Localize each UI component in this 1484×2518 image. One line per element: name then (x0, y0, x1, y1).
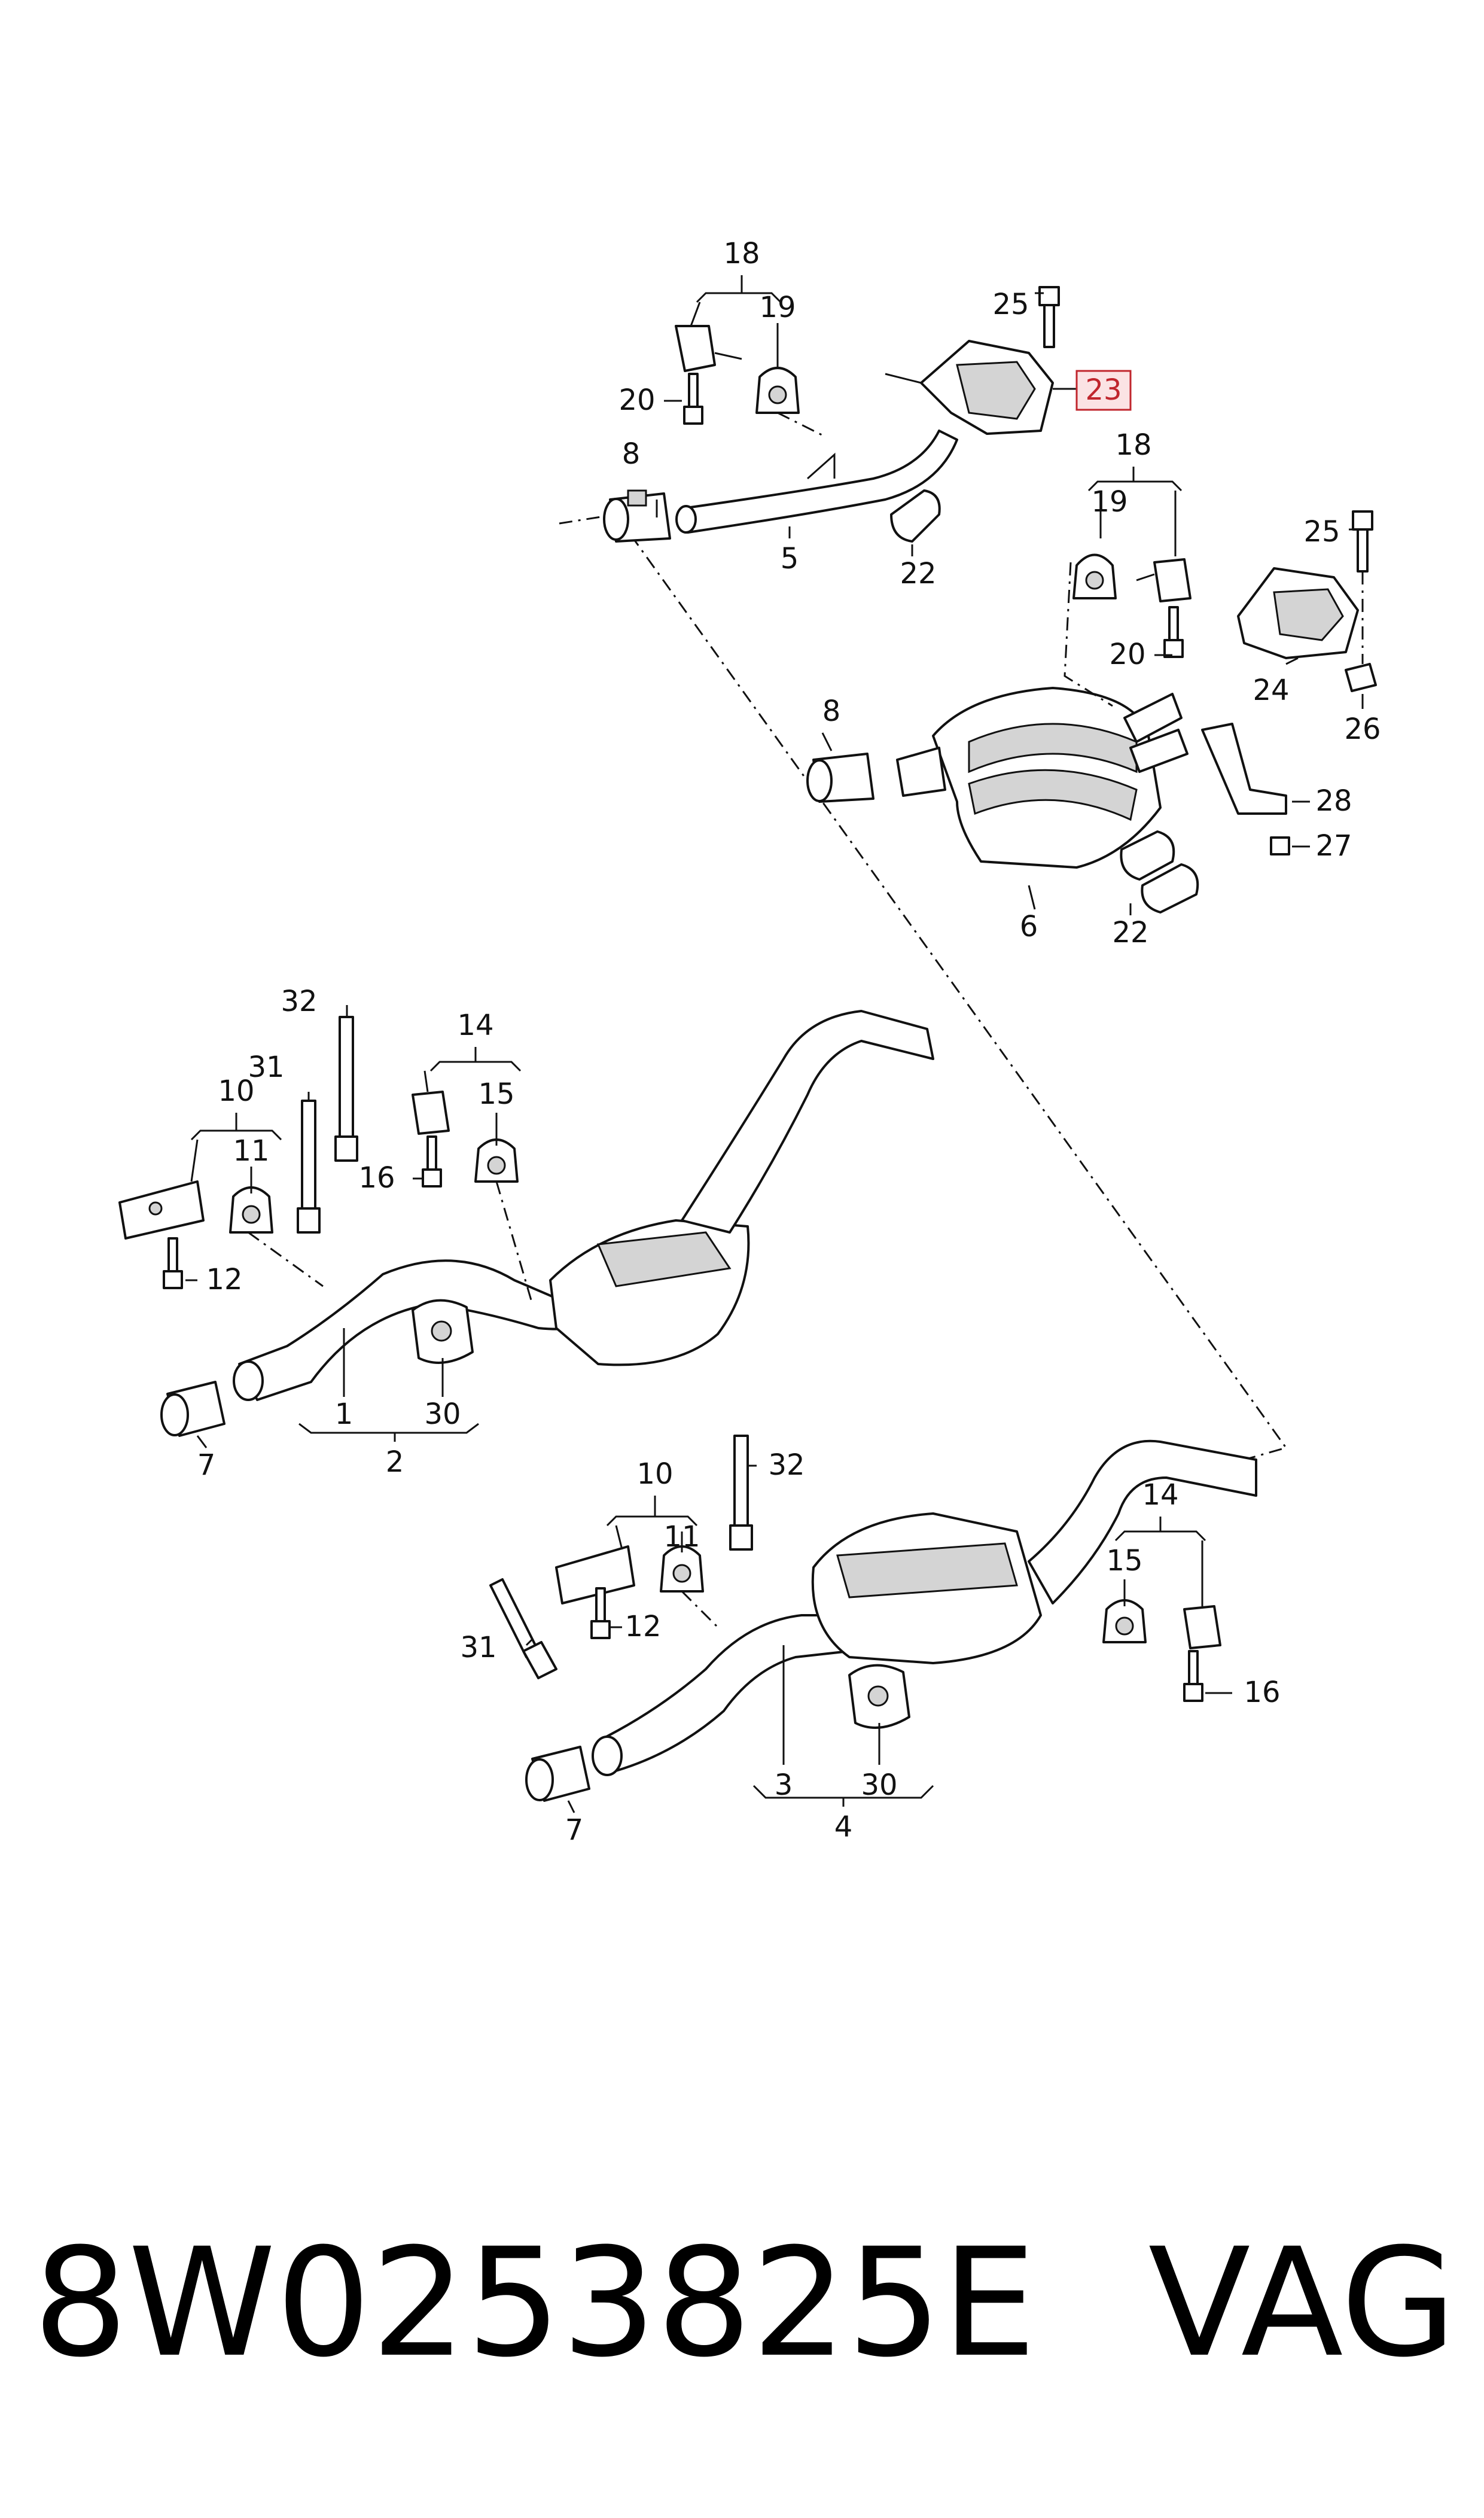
tailpipe-trim-24 (1237, 567, 1359, 659)
label-3: 3 (775, 1768, 793, 1802)
bracket-10-left (118, 1180, 205, 1240)
sensor-31-right (489, 1578, 557, 1679)
leader-11-left (248, 1231, 324, 1287)
rubber-mount-15-right (1102, 1599, 1147, 1643)
label-11-left: 11 (233, 1134, 269, 1168)
label-12-left: 12 (206, 1263, 242, 1296)
clamp-7-right (525, 1746, 590, 1802)
label-22-right: 22 (1112, 916, 1148, 949)
connection-line (559, 513, 1288, 1461)
rubber-mount-11-right (660, 1545, 704, 1593)
label-25-top: 25 (992, 288, 1029, 321)
rubber-mount-19-right (1072, 553, 1117, 599)
bolt-12-right (590, 1587, 611, 1639)
bolt-16-right (1183, 1650, 1203, 1702)
sensor-31-left (297, 1100, 321, 1234)
leader-lines (185, 275, 1364, 1813)
label-20-right: 20 (1109, 638, 1145, 671)
label-28: 28 (1315, 784, 1352, 818)
rubber-mount-15-left (474, 1138, 519, 1183)
bolt-20-right (1163, 606, 1184, 658)
label-23: 23 (1085, 373, 1122, 407)
clamp-8-top (603, 489, 671, 543)
bolt-20-top (683, 373, 703, 425)
bracket-14-right (1183, 1605, 1221, 1649)
label-10-left: 10 (218, 1074, 254, 1108)
clamp-7-left (160, 1381, 226, 1437)
sensor-32-left (334, 1016, 358, 1162)
label-6: 6 (1020, 910, 1038, 943)
label-4: 4 (834, 1810, 853, 1844)
bracket-10-right (555, 1545, 635, 1604)
bolt-12-left (163, 1237, 183, 1289)
label-27: 27 (1315, 829, 1352, 863)
rubber-mount-11-left (229, 1186, 273, 1234)
rubber-mount-30-left (412, 1299, 474, 1364)
bolt-25-right (1352, 510, 1373, 573)
label-32-right: 32 (768, 1448, 805, 1482)
label-8-right: 8 (822, 695, 841, 728)
label-7-left: 7 (197, 1448, 216, 1482)
sensor-32-right (729, 1435, 753, 1551)
centre-silencer-4 (811, 1439, 1257, 1664)
bolt-25-top (1038, 286, 1060, 348)
tip-22-top (890, 489, 941, 543)
label-14-right: 14 (1142, 1478, 1178, 1512)
part-number: 8W0253825E (33, 2216, 1037, 2390)
label-30-left: 30 (424, 1397, 461, 1431)
label-20-top: 20 (618, 383, 655, 417)
label-15-left: 15 (478, 1077, 514, 1111)
leader-18-right (1064, 562, 1113, 707)
bolt-16-left (422, 1135, 442, 1188)
label-25-right: 25 (1303, 515, 1340, 549)
rear-silencer-6 (896, 687, 1189, 869)
label-31-left: 31 (248, 1051, 284, 1084)
label-32-left: 32 (281, 985, 317, 1018)
label-7-right: 7 (565, 1813, 584, 1847)
label-19-top: 19 (759, 291, 796, 324)
label-5: 5 (781, 542, 799, 576)
label-31-right: 31 (460, 1631, 496, 1664)
label-12-right: 12 (624, 1610, 661, 1643)
label-18-top: 18 (723, 237, 760, 270)
label-22-top: 22 (900, 557, 936, 590)
label-30-right: 30 (861, 1768, 897, 1802)
bracket-18-right (1136, 558, 1192, 602)
label-18-right: 18 (1115, 428, 1151, 462)
bracket-14-left (412, 1091, 450, 1135)
clip-26 (1345, 663, 1377, 692)
caption-bar: 8W0253825E VAG (33, 2213, 1456, 2393)
clamp-8-right (806, 753, 874, 803)
label-1: 1 (335, 1397, 354, 1431)
label-16-left: 16 (358, 1161, 395, 1195)
label-11-right: 11 (663, 1520, 700, 1554)
callout-labels: 18 19 20 25 23 8 5 22 18 19 20 25 24 26 … (197, 237, 1381, 1847)
nut-27 (1270, 836, 1290, 855)
label-15-right: 15 (1106, 1544, 1142, 1578)
rubber-mount-19-top (755, 367, 800, 414)
label-26: 26 (1344, 713, 1381, 746)
tips-22-right (1120, 830, 1199, 914)
bracket-28 (1201, 723, 1287, 815)
label-19-right: 19 (1091, 485, 1128, 519)
label-2: 2 (386, 1445, 404, 1479)
label-16-right: 16 (1244, 1676, 1280, 1709)
tailpipe-trim-23 (885, 340, 1054, 435)
centre-silencer-2 (549, 1010, 934, 1366)
leader-19 (777, 412, 826, 438)
label-8-top: 8 (622, 437, 641, 471)
highlight-box-23 (1075, 370, 1132, 411)
label-10-right: 10 (636, 1457, 673, 1491)
bracket-18-top (675, 325, 742, 372)
leader-11-right (681, 1590, 719, 1628)
rubber-mount-30-right (848, 1664, 910, 1729)
brand-name: VAG (1148, 2216, 1456, 2390)
tail-pipe-5 (675, 430, 958, 534)
label-14-left: 14 (457, 1009, 493, 1042)
label-24: 24 (1253, 674, 1289, 707)
leader-15-left (495, 1181, 534, 1305)
